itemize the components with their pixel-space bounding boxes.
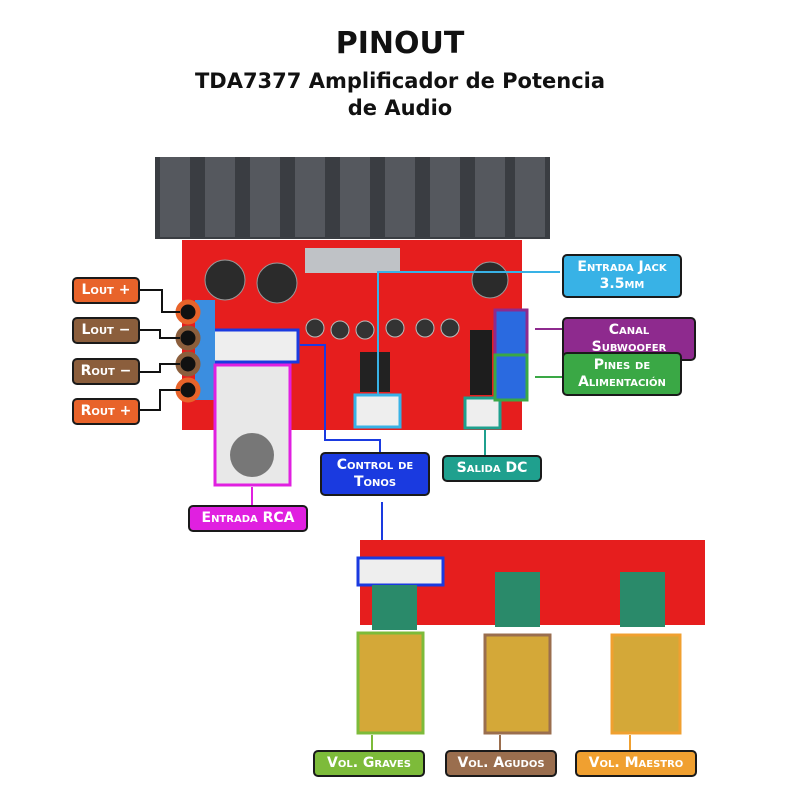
label-dc: Salida DC: [442, 455, 542, 482]
potentiometers: [372, 572, 665, 630]
label-power: Pines de Alimentación: [562, 352, 682, 396]
label-lout-plus: Lout +: [72, 277, 140, 304]
jack-connector: [353, 393, 402, 429]
speaker-terminal: [195, 300, 215, 400]
label-jack-line2: 3.5mm: [599, 276, 645, 292]
label-bass: Vol. Graves: [313, 750, 425, 777]
page-title: PINOUT: [335, 26, 465, 61]
tone-connector: [208, 328, 300, 364]
label-power-line1: Pines de: [593, 357, 651, 373]
label-power-line2: Alimentación: [578, 374, 666, 390]
capacitors-small: [305, 318, 460, 340]
page-subtitle: TDA7377 Amplificador de Potencia de Audi…: [0, 68, 800, 122]
label-tone: Control de Tonos: [320, 452, 430, 496]
capacitors-large: [204, 259, 509, 304]
speaker-leader-lines: [137, 289, 180, 411]
label-jack-line1: Entrada Jack: [577, 259, 667, 275]
heatsink: [155, 157, 550, 239]
power-terminal: [493, 353, 529, 402]
tda7377-chip: [305, 248, 400, 273]
subtitle-line-2: de Audio: [347, 96, 453, 120]
jack-leader: [377, 271, 560, 395]
subwoofer-terminal: [493, 308, 529, 360]
label-rout-plus: Rout +: [72, 398, 140, 425]
rca-jack: [213, 363, 292, 487]
label-rout-minus: Rout −: [72, 358, 140, 385]
label-tone-line1: Control de: [336, 457, 414, 473]
tone-board-connector: [356, 556, 445, 587]
label-rca: Entrada RCA: [188, 505, 308, 532]
label-jack: Entrada Jack 3.5mm: [562, 254, 682, 298]
subtitle-line-1: TDA7377 Amplificador de Potencia: [194, 69, 606, 93]
tone-leader: [300, 344, 381, 455]
jack-socket: [470, 330, 492, 395]
label-treble: Vol. Agudos: [445, 750, 557, 777]
label-master: Vol. Maestro: [575, 750, 697, 777]
ic-chip: [360, 352, 390, 392]
rca-barrel: [230, 433, 274, 477]
dc-connector: [463, 396, 502, 430]
label-lout-minus: Lout −: [72, 317, 140, 344]
knobs: [356, 631, 682, 735]
label-tone-line2: Tonos: [353, 474, 397, 490]
